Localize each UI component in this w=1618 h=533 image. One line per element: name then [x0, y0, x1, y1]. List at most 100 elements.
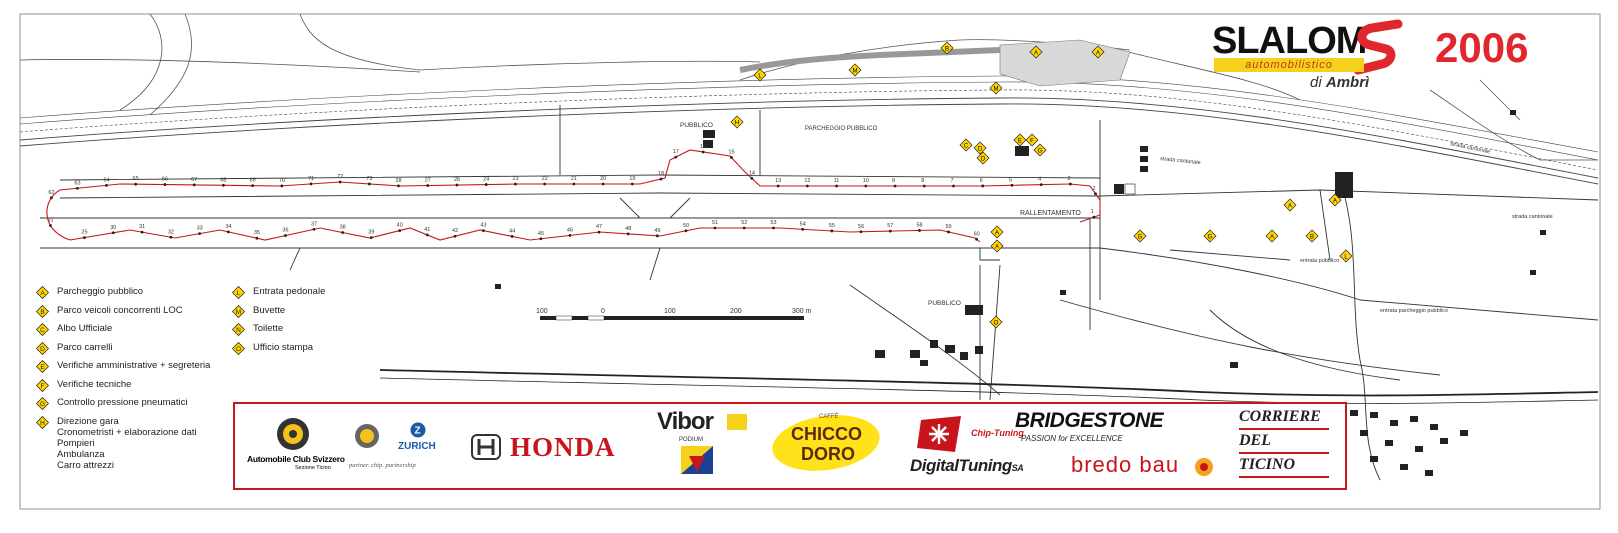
gate-dot	[398, 229, 402, 232]
svg-text:F: F	[41, 382, 45, 389]
gate-dot	[76, 186, 79, 190]
gate-dot	[750, 177, 754, 180]
gate-number: 47	[596, 224, 602, 230]
legend-marker-icon: L	[232, 286, 245, 299]
map-marker-icon: E	[1013, 133, 1027, 147]
map-marker-icon: M	[848, 63, 862, 77]
gate-number: 38	[340, 225, 346, 231]
gate-dot	[835, 184, 838, 188]
gate-number: 72	[337, 174, 343, 180]
gate-dot	[801, 227, 805, 231]
legend-label: Direzione gara	[57, 415, 119, 427]
gate-number: 28	[396, 178, 402, 184]
gate-number: 6	[980, 178, 983, 184]
gate-number: 22	[542, 176, 548, 182]
map-marker-letter: G	[1208, 234, 1213, 240]
gate-number: 58	[916, 222, 922, 228]
gate-number: 46	[567, 227, 573, 233]
gate-dot	[484, 183, 488, 186]
podium-logo-icon	[681, 446, 713, 474]
title-year: 2006	[1435, 24, 1529, 71]
gate-dot	[1010, 183, 1014, 187]
map-marker-icon: C	[959, 138, 973, 152]
gate-dot	[369, 236, 373, 240]
gate-number: 3	[1067, 176, 1070, 182]
zurich-logo-icon: Z	[410, 422, 426, 438]
legend-marker-icon: O	[232, 341, 245, 355]
map-marker-letter: D	[981, 156, 986, 162]
gate-number: 37	[311, 221, 317, 227]
gate-number: 2	[1093, 186, 1096, 192]
map-marker-letter: A	[1288, 203, 1292, 209]
corriere-divider	[1239, 428, 1329, 430]
map-marker-icon: G	[1203, 229, 1217, 243]
map-marker-icon: A	[1328, 193, 1342, 207]
scale-label-0: 100	[536, 308, 548, 315]
title-place-name: Ambrì	[1325, 74, 1370, 91]
legend-sublabel: Carro attrezzi	[57, 459, 115, 471]
legend-item: L Entrata pedonale	[232, 286, 325, 305]
legend-marker-icon: M	[232, 304, 245, 318]
map-marker-letter: O	[994, 320, 999, 326]
gate-number: 8	[921, 178, 924, 184]
legend-label-wrap: Parco veicoli concorrenti LOC	[57, 305, 183, 316]
legend-label-wrap: Entrata pedonale	[253, 286, 325, 297]
gate-number: 73	[366, 176, 372, 182]
legend-marker-icon: B	[36, 304, 49, 318]
map-marker-icon: H	[730, 115, 744, 129]
legend-marker-icon: F	[36, 378, 49, 392]
svg-text:L: L	[237, 290, 241, 297]
map-marker-icon: A	[1091, 45, 1105, 59]
gate-number: 26	[454, 177, 460, 183]
gate-number: 66	[162, 177, 168, 183]
gate-dot	[1094, 192, 1097, 196]
map-marker-icon: A	[1283, 198, 1297, 212]
gate-dot	[776, 184, 780, 188]
acs-logo-icon	[277, 418, 309, 450]
sponsor-zurich: ZURICH	[398, 441, 436, 452]
legend-label: Parcheggio pubblico	[57, 286, 144, 297]
label-strada-5: entrata pubblico	[1300, 258, 1339, 264]
gate-number: 39	[368, 230, 374, 236]
legend-label: Buvette	[253, 304, 286, 316]
gate-number: 70	[279, 178, 285, 184]
label-pubblico-top: PUBBLICO	[680, 122, 713, 129]
map-marker-letter: B	[945, 46, 949, 52]
gate-number: 16	[700, 144, 706, 150]
map-marker-icon: A	[990, 239, 1004, 253]
legend-label: Parco carrelli	[57, 341, 113, 353]
gate-number: 65	[133, 176, 139, 182]
legend-label: Controllo pressione pneumatici	[57, 397, 188, 408]
sponsor-acs-sub: Sezione Ticino	[295, 465, 331, 471]
gate-dot	[309, 182, 313, 186]
gate-dot	[163, 183, 167, 186]
legend-label-wrap: Toilette	[253, 323, 283, 334]
sponsor-banner: Automobile Club Svizzero Sezione Ticino …	[233, 402, 1347, 490]
gate-dot	[221, 183, 225, 187]
gate-number: 10	[863, 178, 869, 184]
svg-text:C: C	[40, 327, 45, 334]
gate-dot	[701, 150, 705, 154]
sponsor-zurich-tag: partner. chip. partnership	[349, 462, 416, 469]
map-marker-icon: O	[989, 315, 1003, 329]
gate-number: 35	[254, 230, 260, 236]
legend-marker-icon: C	[36, 323, 49, 336]
gate-number: 61	[47, 217, 53, 223]
gate-number: 23	[512, 176, 518, 182]
airfield	[40, 105, 1599, 481]
svg-text:G: G	[40, 401, 45, 408]
gate-number: 54	[800, 221, 806, 227]
gate-dot	[510, 235, 514, 238]
map-marker-letter: A	[1034, 50, 1038, 56]
gate-dot	[981, 184, 985, 188]
gate-dot	[192, 183, 196, 187]
gate-number: 32	[168, 229, 174, 235]
map-marker-letter: A	[1270, 234, 1274, 240]
gate-dot	[198, 232, 202, 236]
legend-label: Entrata pedonale	[253, 286, 326, 297]
legend-item: B Parco veicoli concorrenti LOC	[36, 304, 210, 324]
